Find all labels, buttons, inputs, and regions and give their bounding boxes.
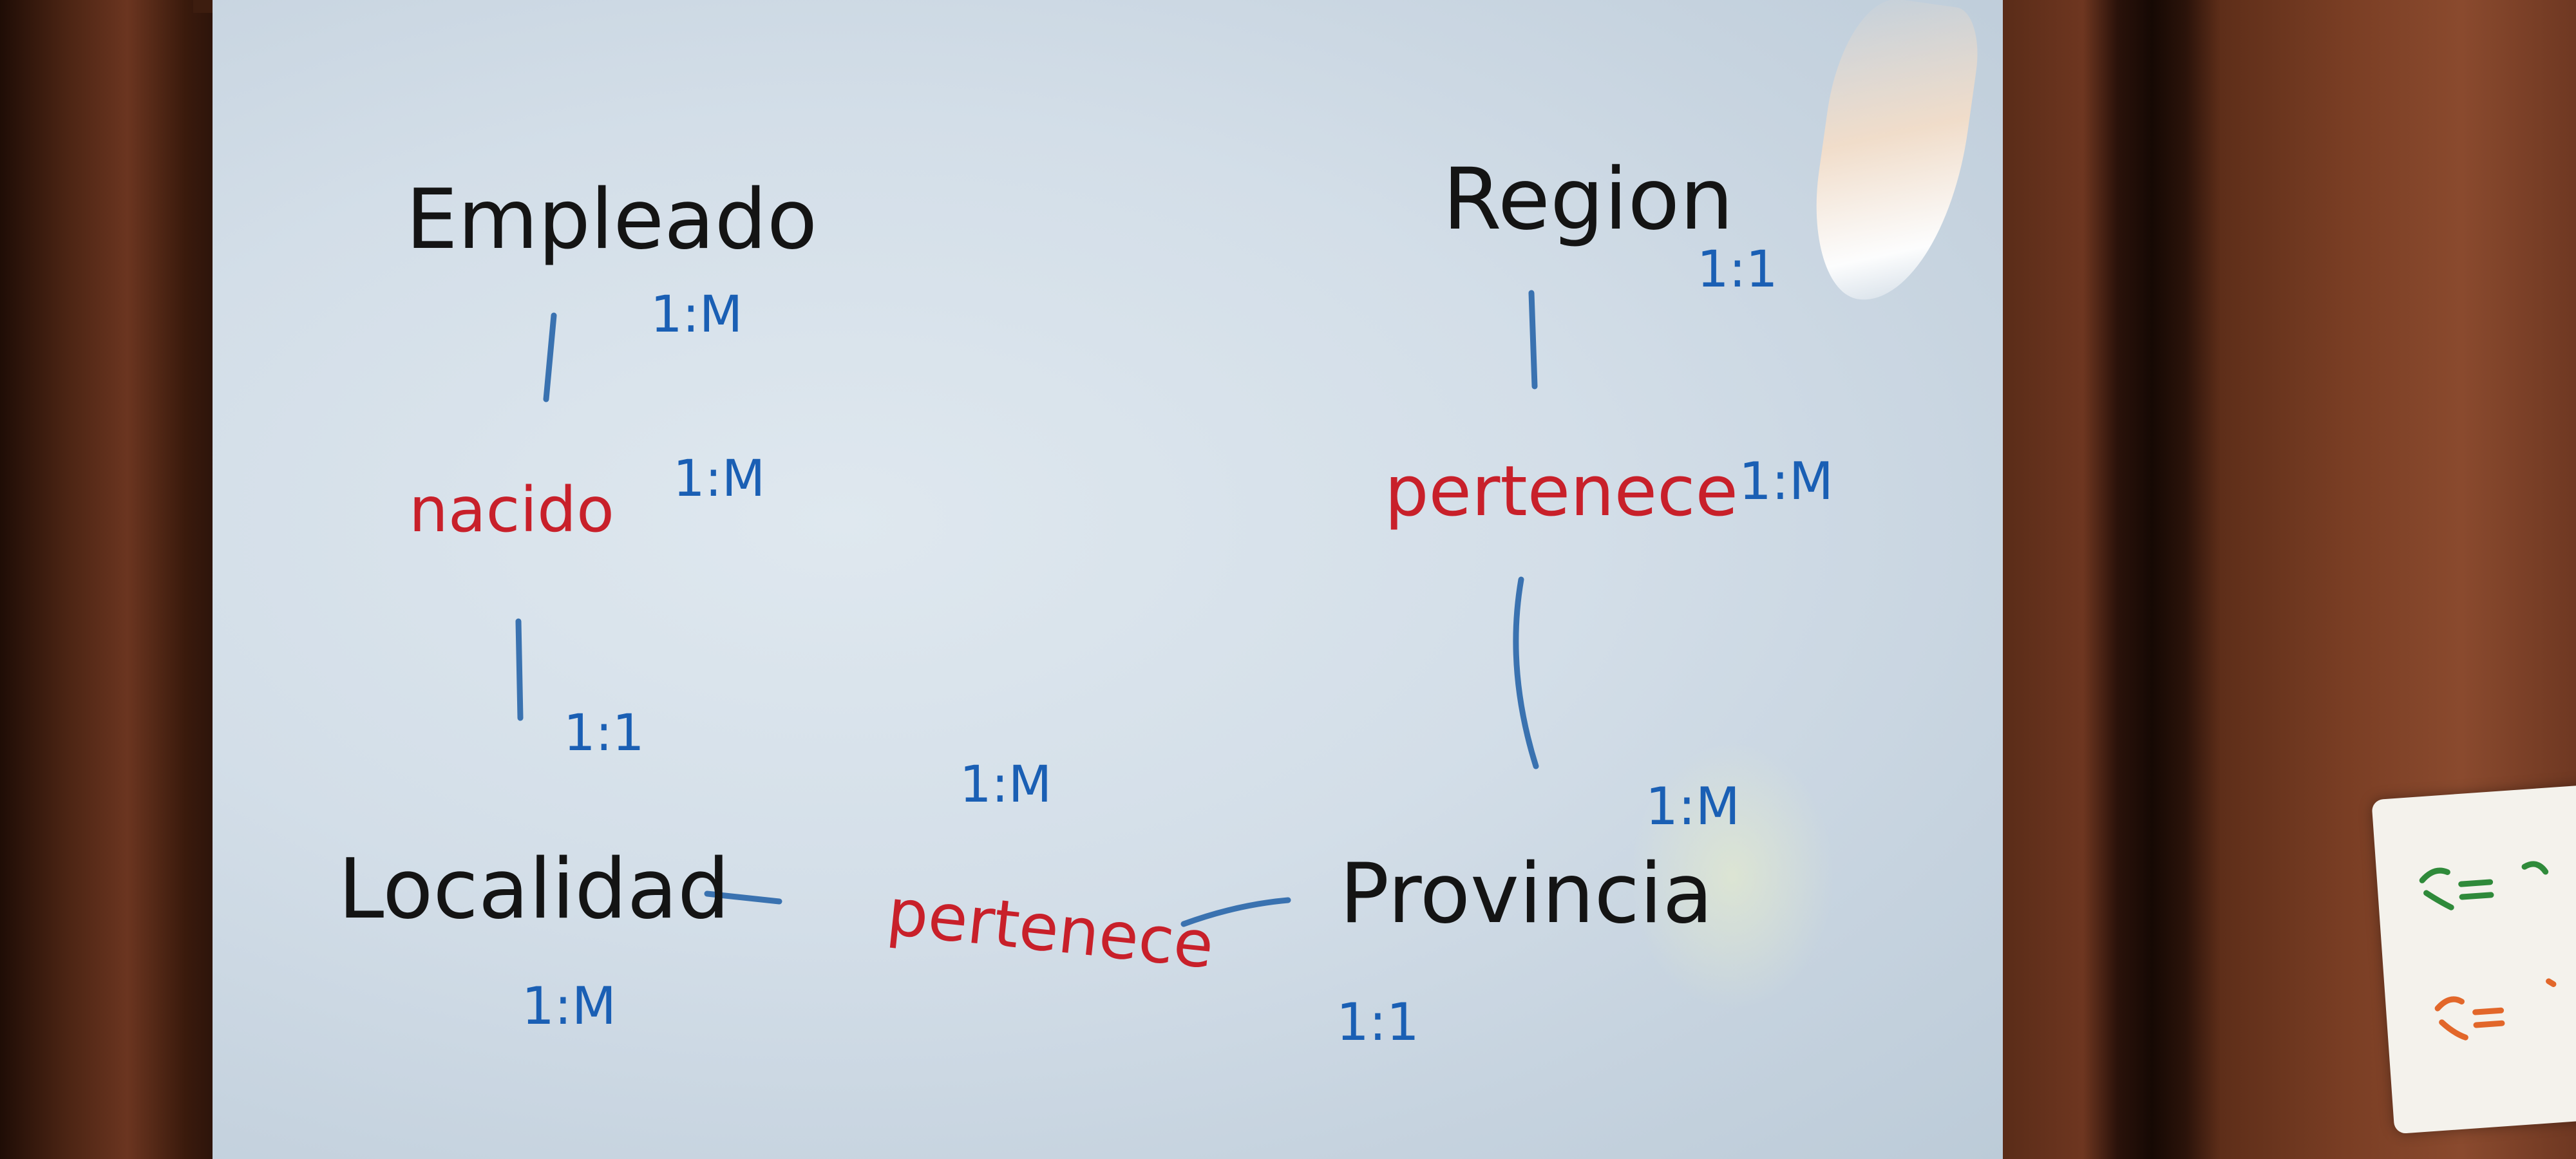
- cardinality-nacido-localidad: 1:1: [564, 704, 645, 762]
- cardinality-provincia-top: 1:M: [1645, 777, 1740, 836]
- entity-localidad: Localidad: [338, 842, 730, 938]
- cardinality-localidad-below: 1:M: [522, 976, 616, 1036]
- relationship-pertenece-localidad: pertenece: [884, 874, 1217, 983]
- sticky-note: [2371, 784, 2576, 1135]
- relationship-pertenece-region: pertenece: [1385, 451, 1738, 532]
- connector-pertenece-provincia: [1513, 576, 1539, 769]
- connector-localidad-pertenece: [704, 890, 782, 905]
- connector-region-pertenece: [1528, 290, 1538, 390]
- connector-nacido-localidad: [515, 618, 524, 721]
- note-scribbles: [2419, 861, 2557, 1041]
- note-scribble-orange: [2434, 978, 2557, 1041]
- note-scribble-green: [2419, 861, 2549, 910]
- light-glare-soft: [1629, 740, 1835, 1011]
- cardinality-provincia-below: 1:1: [1336, 992, 1419, 1052]
- connector-pertenece-provincia-h: [1180, 897, 1291, 927]
- cardinality-pertenece-top: 1:M: [960, 756, 1052, 814]
- cardinality-pertenece-region-side: 1:M: [1739, 451, 1833, 511]
- cardinality-empleado-nacido: 1:M: [650, 286, 743, 344]
- entity-provincia: Provincia: [1340, 846, 1713, 942]
- cardinality-region-side: 1:1: [1697, 241, 1778, 299]
- cardinality-nacido-right: 1:M: [673, 450, 765, 508]
- entity-region: Region: [1443, 150, 1734, 249]
- wooden-frame-left: [0, 0, 232, 1159]
- connector-empleado-nacido: [543, 312, 557, 402]
- entity-empleado: Empleado: [406, 172, 817, 268]
- relationship-nacido: nacido: [409, 474, 614, 546]
